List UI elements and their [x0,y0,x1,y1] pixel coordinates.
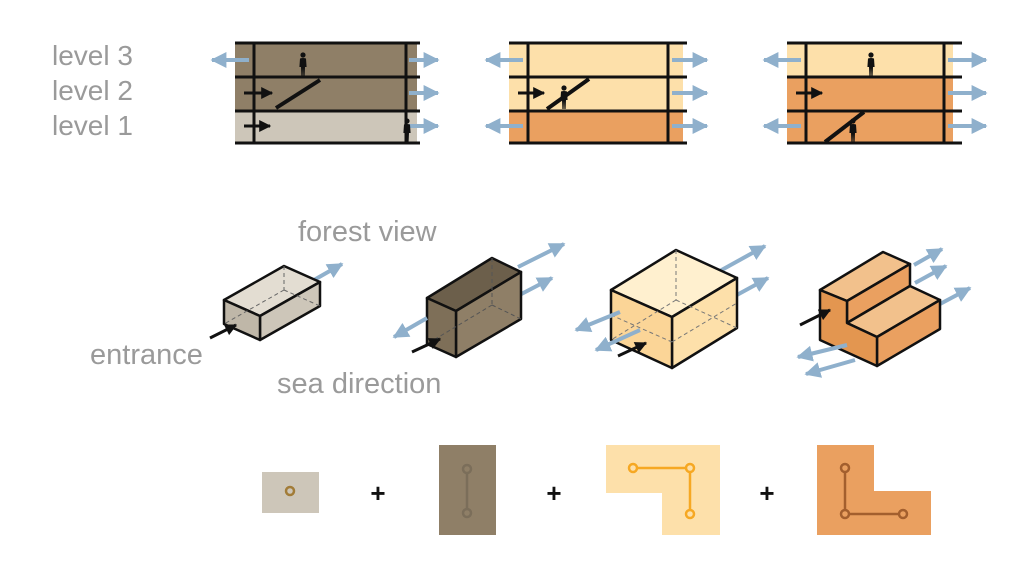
plus-sign: + [546,478,561,508]
plus-sign: + [370,478,385,508]
plan-1 [262,472,319,513]
section-2-level-3 [509,43,683,77]
iso-block-3 [574,244,770,370]
section-1 [210,41,440,145]
entrance-arrow-icon [244,87,274,132]
label-forest-view: forest view [298,216,437,248]
view-arrow-icon [913,247,944,267]
entrance-arrow-icon [617,341,648,358]
label-level-3: level 3 [52,40,133,71]
view-arrow-icon [939,286,972,306]
entrance-arrow-icon [411,337,442,354]
plus-sign: + [759,478,774,508]
view-arrow-icon [717,244,767,274]
label-entrance: entrance [90,339,203,371]
entrance-arrow-icon [799,308,832,327]
section-3-level-1 [787,111,953,143]
label-level-2: level 2 [52,75,133,106]
view-arrow-icon [517,242,566,269]
label-sea-direction: sea direction [277,368,442,400]
plan-4 [817,445,931,535]
plan-2 [439,445,496,535]
view-arrow-icon [914,264,948,285]
section-3 [762,41,988,145]
view-arrow-icon [484,52,709,134]
view-arrow-icon [210,52,440,134]
view-arrow-icon [762,52,988,134]
section-1-level-3 [235,43,417,77]
section-2 [484,41,709,145]
view-arrow-icon [804,358,856,378]
view-arrow-icon [574,310,621,332]
view-arrow-icon [796,343,848,362]
plan-3 [606,445,720,535]
iso-block-1 [209,262,344,342]
section-2-level-1 [509,111,683,143]
iso-block-2 [392,242,566,359]
entrance-arrow-icon [209,323,238,340]
label-level-1: level 1 [52,110,133,141]
iso-block-4 [796,247,972,378]
view-arrow-icon [392,316,428,339]
view-arrow-icon [594,328,641,352]
